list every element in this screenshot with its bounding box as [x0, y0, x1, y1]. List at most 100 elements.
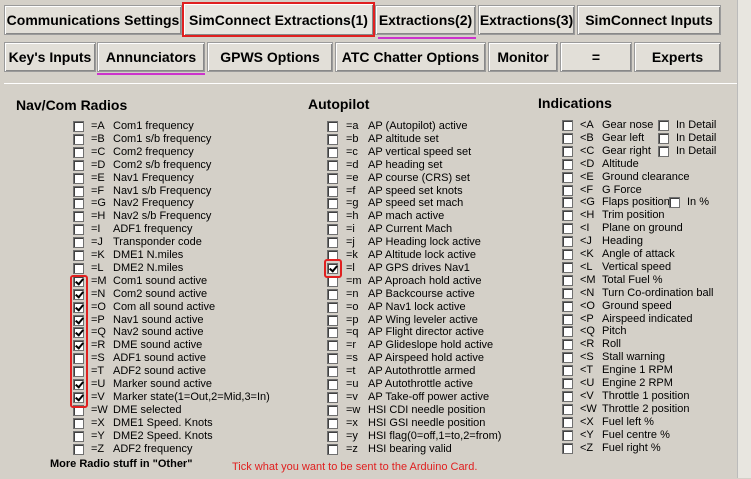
indication-item-checkbox[interactable] — [562, 158, 573, 170]
indication-item-checkbox[interactable] — [562, 223, 573, 235]
indication-item-label: Gear nose — [602, 119, 654, 131]
ap-item-checkbox[interactable] — [327, 301, 338, 313]
nav-item-checkbox[interactable] — [73, 121, 84, 132]
indication-item-checkbox[interactable] — [562, 429, 573, 441]
heading-nav-com: Nav/Com Radios — [16, 97, 128, 113]
ap-item-checkbox[interactable] — [327, 185, 338, 197]
indication-item-checkbox[interactable] — [562, 261, 573, 273]
ap-item-checkbox[interactable] — [327, 340, 338, 352]
ap-item-checkbox[interactable] — [327, 237, 338, 249]
nav-item-checkbox[interactable] — [73, 198, 84, 210]
nav-item-checkbox[interactable] — [73, 133, 84, 145]
indication-item-checkbox[interactable] — [562, 416, 573, 428]
nav-item-checkbox[interactable] — [73, 366, 84, 378]
ap-item-checkbox[interactable] — [327, 211, 338, 223]
ap-item-checkbox[interactable] — [327, 327, 338, 339]
indication-item-extra-checkbox[interactable] — [669, 197, 680, 209]
indication-item-checkbox[interactable] — [562, 403, 573, 415]
nav-item-checkbox[interactable] — [73, 159, 84, 171]
indication-item-checkbox[interactable] — [562, 313, 573, 325]
nav-item-checkbox[interactable] — [73, 250, 84, 261]
indication-item-checkbox[interactable] — [562, 197, 573, 209]
nav-item-checkbox[interactable] — [73, 301, 84, 313]
indication-item-extra-checkbox[interactable] — [658, 120, 669, 131]
ap-item-checkbox[interactable] — [327, 366, 338, 378]
indication-item-checkbox[interactable] — [562, 390, 573, 402]
nav-item-checkbox[interactable] — [73, 172, 84, 184]
tab-[interactable]: = — [560, 42, 632, 72]
tab-communications-settings[interactable]: Communications Settings — [4, 5, 182, 35]
ap-item-checkbox[interactable] — [327, 430, 338, 442]
nav-item-label: Transponder code — [113, 236, 202, 249]
indication-item-checkbox[interactable] — [562, 378, 573, 389]
scrollbar[interactable] — [737, 0, 751, 478]
tab-gpws-options[interactable]: GPWS Options — [207, 42, 333, 72]
nav-item-checkbox[interactable] — [73, 327, 84, 339]
tab-simconnect-extractions-1[interactable]: SimConnect Extractions(1) — [182, 2, 375, 37]
ap-item-checkbox[interactable] — [327, 417, 338, 429]
indication-item-checkbox[interactable] — [562, 300, 573, 312]
nav-item-key: =V — [91, 390, 105, 403]
indication-item-checkbox[interactable] — [562, 339, 573, 351]
ap-item-checkbox[interactable] — [327, 224, 338, 236]
tab-simconnect-inputs[interactable]: SimConnect Inputs — [577, 5, 721, 35]
nav-item-checkbox[interactable] — [73, 417, 84, 429]
ap-item-checkbox[interactable] — [327, 198, 338, 210]
indication-item-checkbox[interactable] — [562, 132, 573, 144]
indication-item-key: <T — [580, 364, 594, 377]
nav-item-checkbox[interactable] — [73, 430, 84, 442]
tab-key-s-inputs[interactable]: Key's Inputs — [4, 42, 96, 72]
nav-item-checkbox[interactable] — [73, 443, 84, 455]
nav-item-checkbox[interactable] — [73, 211, 84, 223]
indication-item-checkbox[interactable] — [562, 352, 573, 364]
indication-item-checkbox[interactable] — [562, 210, 573, 222]
nav-item-checkbox[interactable] — [73, 224, 84, 236]
nav-item-checkbox[interactable] — [73, 340, 84, 352]
nav-item-checkbox[interactable] — [73, 391, 84, 403]
indication-item-checkbox[interactable] — [562, 236, 573, 248]
nav-item-label: Com2 frequency — [113, 145, 194, 158]
ap-item-checkbox[interactable] — [327, 314, 338, 326]
ap-item-checkbox[interactable] — [327, 121, 338, 132]
ap-item-checkbox[interactable] — [327, 391, 338, 403]
indication-item-checkbox[interactable] — [562, 120, 573, 131]
ap-item-checkbox[interactable] — [327, 443, 338, 455]
indication-item-checkbox[interactable] — [562, 249, 573, 260]
ap-item-checkbox[interactable] — [327, 159, 338, 171]
ap-item-checkbox[interactable] — [327, 404, 338, 416]
tab-extractions-3[interactable]: Extractions(3) — [478, 5, 575, 35]
ap-item-checkbox[interactable] — [327, 262, 338, 274]
nav-item-checkbox[interactable] — [73, 288, 84, 300]
indication-item-extra-checkbox[interactable] — [658, 145, 669, 157]
nav-item-checkbox[interactable] — [73, 146, 84, 158]
nav-item-checkbox[interactable] — [73, 379, 84, 390]
tab-extractions-2[interactable]: Extractions(2) — [375, 5, 476, 35]
indication-item-checkbox[interactable] — [562, 287, 573, 299]
indication-item-checkbox[interactable] — [562, 145, 573, 157]
ap-item-checkbox[interactable] — [327, 288, 338, 300]
ap-item-checkbox[interactable] — [327, 133, 338, 145]
ap-item-label: AP Nav1 lock active — [368, 300, 466, 313]
tab-annunciators[interactable]: Annunciators — [97, 42, 205, 72]
indication-item-extra-checkbox[interactable] — [658, 132, 669, 144]
nav-item-checkbox[interactable] — [73, 353, 84, 365]
tab-monitor[interactable]: Monitor — [488, 42, 558, 72]
nav-item-checkbox[interactable] — [73, 314, 84, 326]
indication-item-checkbox[interactable] — [562, 171, 573, 183]
indication-item-checkbox[interactable] — [562, 365, 573, 377]
indication-item-checkbox[interactable] — [562, 274, 573, 286]
tab-atc-chatter-options[interactable]: ATC Chatter Options — [335, 42, 486, 72]
ap-item-checkbox[interactable] — [327, 353, 338, 365]
nav-item-checkbox[interactable] — [73, 404, 84, 416]
nav-item-checkbox[interactable] — [73, 185, 84, 197]
nav-item-checkbox[interactable] — [73, 237, 84, 249]
indication-item-checkbox[interactable] — [562, 442, 573, 454]
nav-item-checkbox[interactable] — [73, 262, 84, 274]
indication-item-checkbox[interactable] — [562, 326, 573, 338]
ap-item-checkbox[interactable] — [327, 146, 338, 158]
ap-item-checkbox[interactable] — [327, 172, 338, 184]
tab-experts[interactable]: Experts — [634, 42, 721, 72]
ap-item-checkbox[interactable] — [327, 379, 338, 390]
ap-item-label: AP mach active — [368, 210, 445, 223]
indication-item-checkbox[interactable] — [562, 184, 573, 196]
